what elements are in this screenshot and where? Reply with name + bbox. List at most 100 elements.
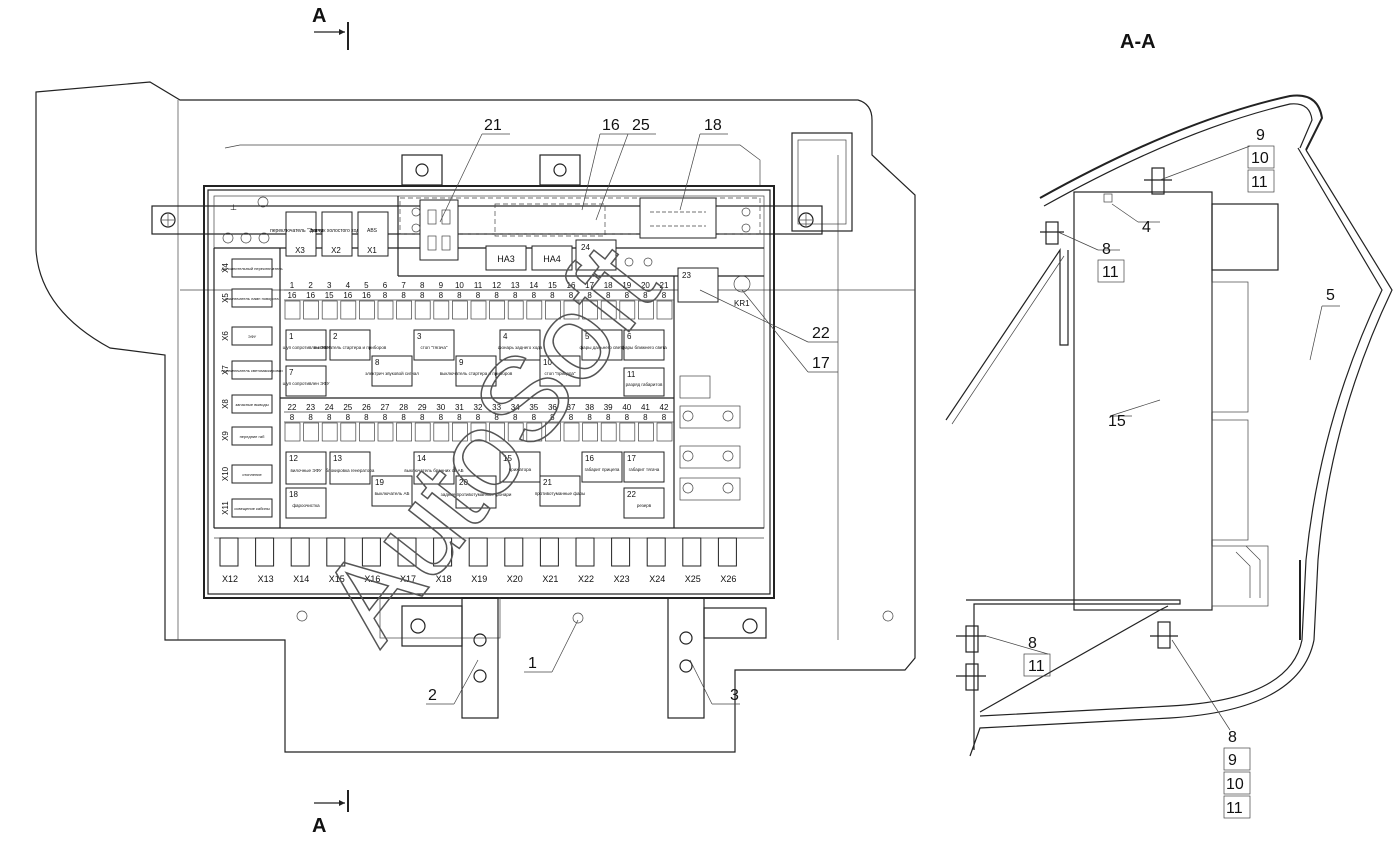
fuse-slot [433, 300, 450, 320]
callout-side-11b: 11 [1028, 658, 1045, 675]
left-connector-text: выключатель ламп поворота [225, 296, 279, 301]
left-connector-body [231, 464, 273, 484]
fuse-rating: 8 [587, 413, 592, 422]
relay-number: 14 [417, 454, 426, 463]
fuse-rating: 8 [532, 291, 537, 300]
callout-side-10c: 10 [1226, 776, 1244, 793]
front-leaders [426, 133, 838, 705]
fuse-number: 39 [604, 403, 613, 412]
relay-number: 4 [503, 332, 508, 341]
relay-21 [539, 475, 581, 507]
relay-number: 6 [627, 332, 632, 341]
bottom-connector-id: X19 [471, 574, 487, 584]
left-connector-body [231, 498, 273, 518]
relay-x3-label: X3 [295, 246, 305, 255]
relay-number: 10 [543, 358, 552, 367]
fuse-number: 15 [548, 281, 557, 290]
relay-number: 3 [417, 332, 422, 341]
fuse-slot [563, 422, 580, 442]
fuse-slot [600, 300, 617, 320]
fuse-number: 28 [399, 403, 408, 412]
relay-number: 21 [543, 478, 552, 487]
fuse-rating: 8 [643, 413, 648, 422]
callout-side-8a: 8 [1102, 241, 1111, 258]
fuse-number: 42 [660, 403, 669, 412]
relay-number: 18 [289, 490, 298, 499]
fuse-number: 32 [474, 403, 483, 412]
fuse-number: 24 [325, 403, 334, 412]
relay-number: 2 [333, 332, 338, 341]
bottom-connector-body [611, 537, 631, 567]
relay-text: задние противотуманные фонари [441, 492, 512, 497]
fuse-number: 14 [529, 281, 538, 290]
fuse-slot [656, 422, 673, 442]
relay-text: резерв [637, 503, 652, 508]
fuse-slot [582, 300, 598, 320]
callout-17: 17 [812, 355, 830, 372]
callout-side-8c: 8 [1228, 729, 1237, 746]
fuse-rating: 8 [290, 413, 295, 422]
section-mark-bottom: A [312, 790, 349, 837]
fuse-number: 31 [455, 403, 464, 412]
fuse-rating: 8 [420, 291, 425, 300]
fuse-slot [507, 300, 524, 320]
fuse-slot [656, 300, 673, 320]
left-connector-id: X10 [221, 466, 230, 481]
bottom-connector-id: X26 [720, 574, 736, 584]
fuse-slot [321, 300, 338, 320]
fuse-slot [359, 422, 375, 442]
relay-23-label: 23 [682, 271, 691, 280]
fuse-rating: 16 [288, 291, 297, 300]
fuse-number: 21 [660, 281, 669, 290]
fuse-rating: 8 [420, 413, 425, 422]
callout-16: 16 [602, 117, 620, 134]
bottom-connector-id: X15 [329, 574, 345, 584]
fuse-number: 7 [401, 281, 406, 290]
fuse-rating: 8 [606, 291, 611, 300]
fuse-slot [507, 422, 524, 442]
bottom-connector-id: X21 [542, 574, 558, 584]
fuse-number: 1 [290, 281, 295, 290]
fuse-slot [396, 300, 412, 320]
relay-text: разряд габаритов [626, 382, 663, 387]
relay-number: 19 [375, 478, 384, 487]
stud-column-right [679, 375, 741, 501]
fuse-rating: 16 [343, 291, 352, 300]
fuse-rating: 8 [494, 291, 499, 300]
relay-ha4-label: HA4 [543, 254, 561, 264]
section-view [945, 94, 1393, 757]
relay-text: выключатель стартера и приборов [314, 345, 387, 350]
bottom-connector-id: X25 [685, 574, 701, 584]
callout-side-8b: 8 [1028, 635, 1037, 652]
callout-2: 2 [428, 687, 437, 704]
fuse-slot [396, 422, 412, 442]
fuse-number: 8 [420, 281, 425, 290]
relay-13 [329, 451, 371, 485]
relay-17 [623, 451, 665, 483]
fuse-rating: 8 [662, 291, 667, 300]
fuse-slot [340, 422, 357, 442]
fuse-rating: 8 [550, 291, 555, 300]
fuse-slot [545, 300, 561, 320]
relay-2 [329, 329, 371, 361]
relay-5 [581, 329, 623, 361]
relay-text: габарит тягача [629, 467, 660, 472]
fuse-slot [284, 422, 301, 442]
relay-text: фары ближнего света [621, 345, 667, 350]
bottom-connector-body [504, 537, 524, 567]
bottom-connector-body [361, 537, 381, 567]
fuse-number: 34 [511, 403, 520, 412]
fuse-number: 17 [585, 281, 594, 290]
fuse-number: 26 [362, 403, 371, 412]
relay-number: 12 [289, 454, 298, 463]
fuse-number: 20 [641, 281, 650, 290]
fuse-slot [303, 422, 319, 442]
fuse-rating: 8 [532, 413, 537, 422]
fuse-number: 37 [567, 403, 576, 412]
relay-number: 1 [289, 332, 294, 341]
svg-text:⊥: ⊥ [230, 203, 237, 212]
relay-text: выключатель бранних св АБ [404, 468, 463, 473]
relay-number: 5 [585, 332, 590, 341]
